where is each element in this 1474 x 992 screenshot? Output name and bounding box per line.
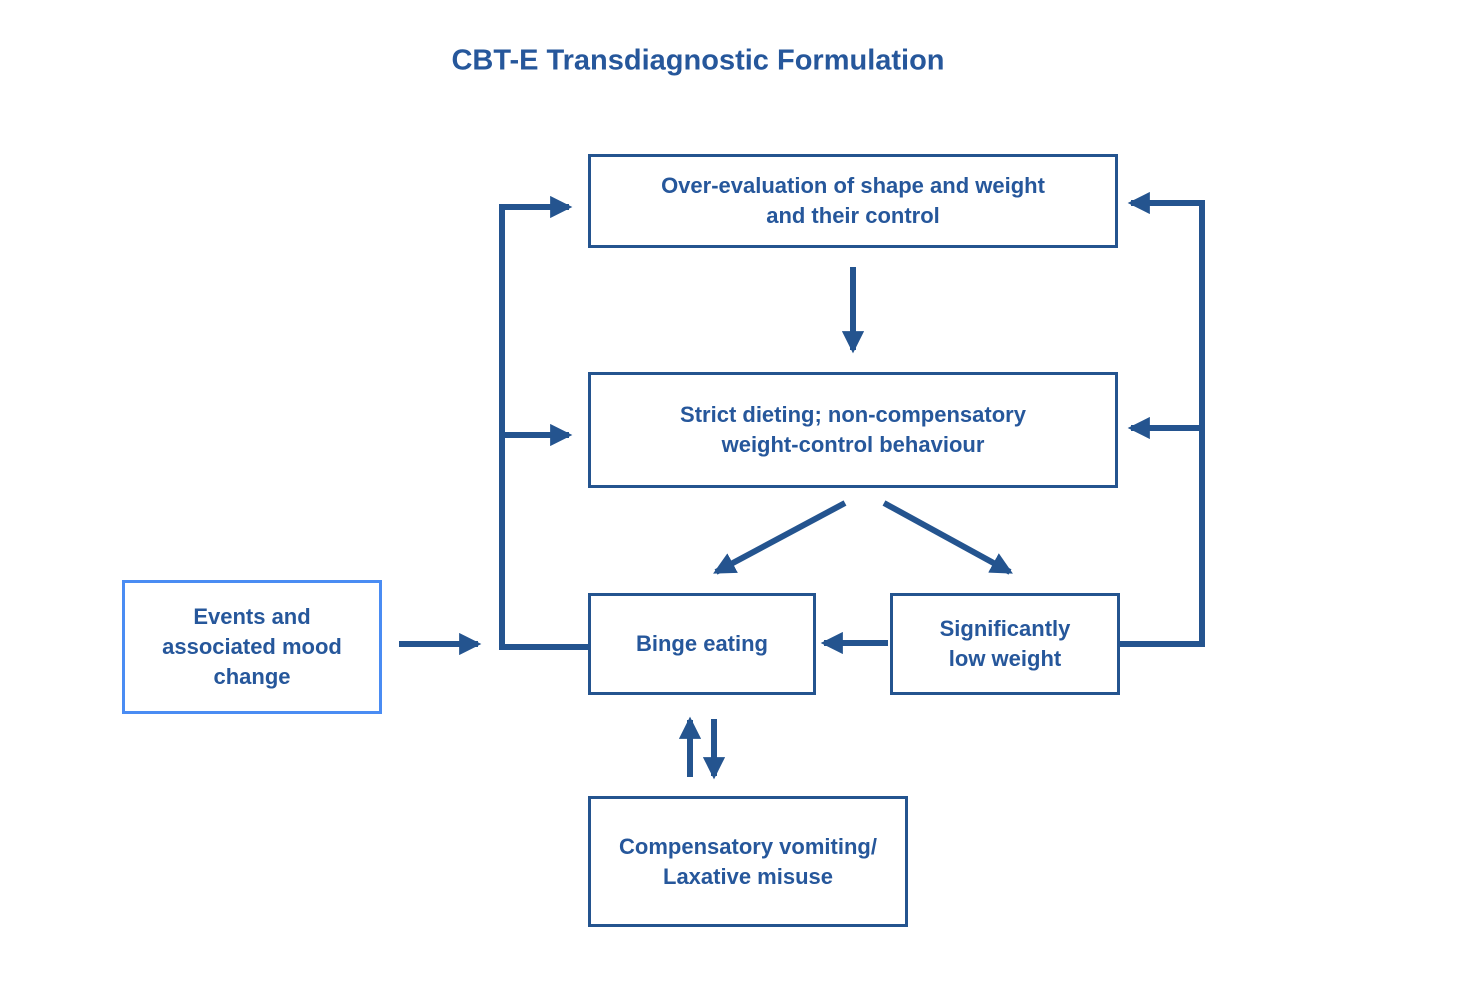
- node-over-evaluation: Over-evaluation of shape and weight and …: [588, 154, 1118, 248]
- node-events-mood: Events and associated mood change: [122, 580, 382, 714]
- node-events-mood-label: Events and associated mood change: [162, 604, 342, 689]
- node-binge-eating-label: Binge eating: [635, 631, 768, 657]
- node-low-weight-label: Significantly low weight: [939, 616, 1071, 671]
- diagram-title: CBT-E Transdiagnostic Formulation: [451, 44, 945, 77]
- edge-right-feedback-to-overeval-arrow: [1120, 191, 1205, 647]
- node-compensatory: Compensatory vomiting/ Laxative misuse: [588, 796, 908, 927]
- edge-dieting-to-binge-arrow: [713, 500, 847, 575]
- node-over-evaluation-label: Over-evaluation of shape and weight and …: [661, 173, 1045, 228]
- edge-dieting-to-lowweight-arrow: [882, 500, 1013, 575]
- node-binge-eating: Binge eating: [588, 593, 816, 695]
- node-compensatory-label: Compensatory vomiting/ Laxative misuse: [619, 833, 877, 889]
- node-strict-dieting: Strict dieting; non-compensatory weight-…: [588, 372, 1118, 488]
- node-strict-dieting-label: Strict dieting; non-compensatory weight-…: [680, 402, 1026, 457]
- node-low-weight: Significantly low weight: [890, 593, 1120, 695]
- edge-left-feedback-to-overeval-arrow: [499, 195, 588, 650]
